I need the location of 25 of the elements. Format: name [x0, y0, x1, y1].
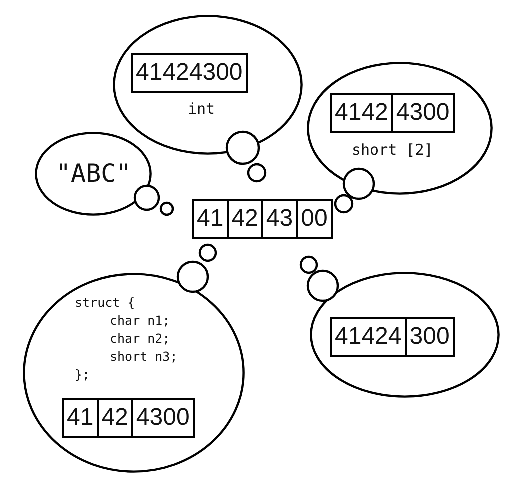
hex-value: 41424: [334, 322, 403, 352]
hex-value: 41: [66, 403, 95, 433]
hex-value: 300: [404, 319, 453, 355]
hex-value: 4300: [391, 95, 453, 131]
type-label: short [2]: [352, 141, 434, 159]
thought-bubble: [310, 272, 500, 398]
hex-value: 42: [96, 400, 132, 436]
memory-strip: [330, 93, 455, 133]
hex-value: 41: [196, 204, 225, 234]
hex-value: 42: [226, 201, 262, 237]
string-literal: "ABC": [56, 160, 132, 188]
thought-bubble: [35, 132, 152, 216]
thought-bubble: [23, 273, 245, 473]
hex-value: 00: [296, 201, 331, 237]
memory-strip: [62, 398, 195, 438]
memory-strip: [330, 317, 455, 357]
hex-value: 4300: [131, 400, 193, 436]
hex-value: 4142: [334, 98, 390, 128]
type-label: int: [188, 100, 216, 118]
hex-value: 41424300: [135, 58, 244, 88]
code-snippet: struct { char n1; char n2; short n3; };: [75, 294, 178, 384]
thought-bubble: [113, 15, 303, 155]
memory-strip: [192, 199, 333, 239]
hex-value: 43: [261, 201, 296, 237]
thought-bubble: [307, 62, 493, 195]
